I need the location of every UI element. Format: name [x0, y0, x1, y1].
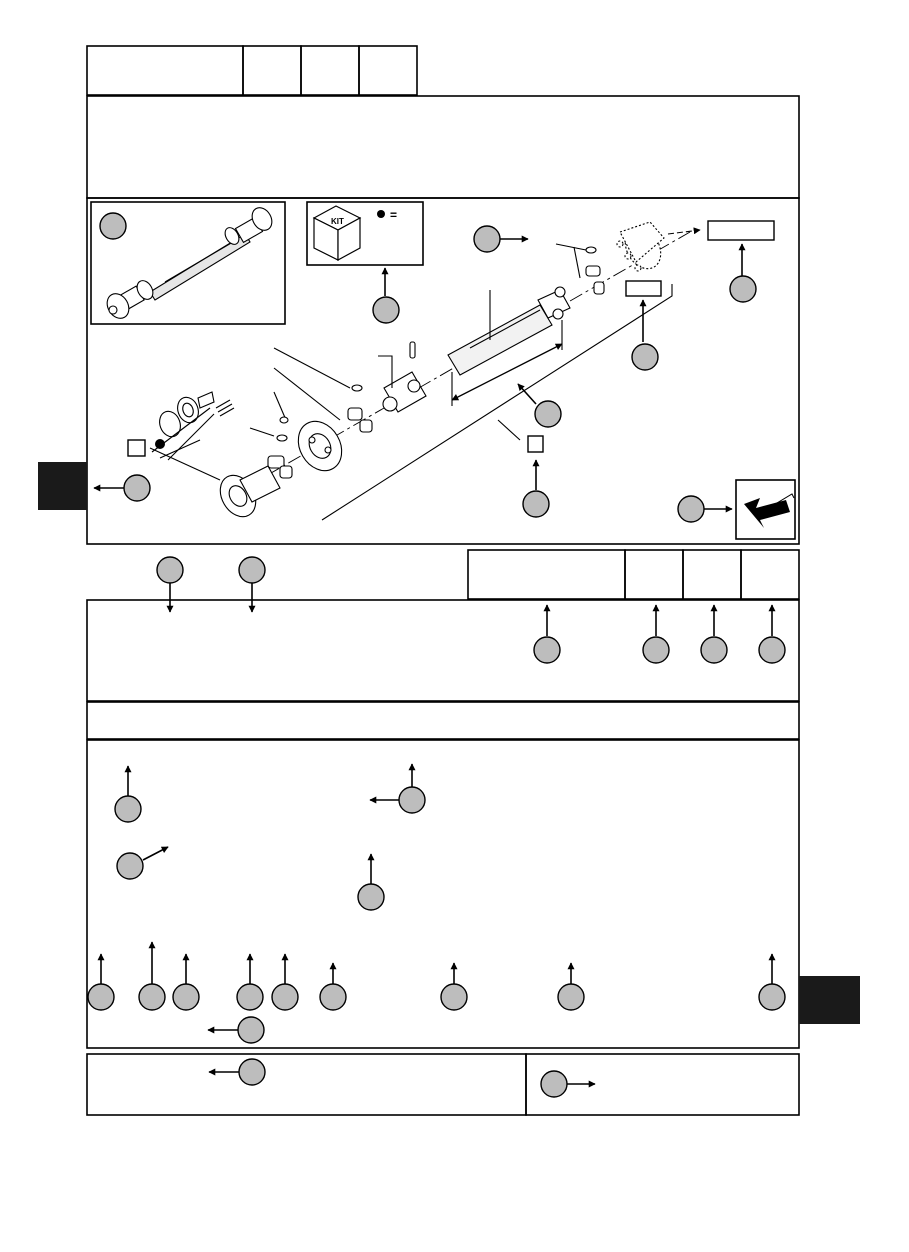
callout-circle-icon	[522, 490, 550, 518]
callout-circle-icon	[440, 983, 468, 1011]
outer-tube	[447, 304, 553, 376]
cross-journal-lower	[267, 416, 293, 479]
callout-circle-icon	[534, 400, 562, 428]
callout-circle-icon	[99, 212, 127, 240]
spec-cell-3	[740, 549, 800, 600]
callout-circle-icon	[238, 556, 266, 584]
header-cell-1	[242, 45, 302, 96]
shaft-inset	[90, 201, 286, 325]
spec-box	[86, 599, 800, 702]
callout-circle-icon	[116, 852, 144, 880]
pto-flange	[616, 221, 665, 272]
callout-circle-icon	[123, 474, 151, 502]
callout-circle-icon	[237, 1016, 265, 1044]
small-box-left	[127, 439, 146, 457]
callout-circle-icon	[473, 225, 501, 253]
spec-cell-2	[682, 549, 742, 600]
header-cells	[86, 45, 418, 96]
cv-housing	[297, 420, 343, 472]
spec-cell-title	[467, 549, 626, 600]
callout-circle-icon	[398, 786, 426, 814]
next-page-arrow-icon[interactable]	[735, 479, 796, 540]
kit-cube-icon	[312, 205, 362, 262]
callout-circle-icon	[156, 556, 184, 584]
spec-header-cells	[467, 549, 800, 600]
footer-box-left	[86, 1053, 527, 1116]
callout-circle-icon	[557, 983, 585, 1011]
description-box	[86, 95, 800, 199]
callout-circle-icon	[540, 1070, 568, 1098]
callout-circle-icon	[357, 883, 385, 911]
cross-journal-top	[555, 243, 605, 295]
implement-yoke	[219, 465, 281, 518]
exploded-assembly	[149, 221, 701, 521]
subheading-bar	[86, 701, 800, 740]
callout-circle-icon	[236, 983, 264, 1011]
instruction-box	[86, 739, 800, 1049]
kit-box: KIT =	[306, 201, 424, 324]
callout-circle-icon	[172, 983, 200, 1011]
callout-circle-icon	[642, 636, 670, 664]
label-box-flange	[625, 280, 662, 297]
diagram-frame	[86, 197, 800, 545]
kit-equals: =	[390, 208, 397, 222]
callout-circle-icon	[677, 495, 705, 523]
spec-callouts	[533, 604, 786, 664]
callout-circle-icon	[238, 1058, 266, 1086]
cross-journal-middle	[347, 384, 373, 433]
footer-box-right	[525, 1053, 800, 1116]
bullet-dot-icon	[155, 439, 165, 449]
callout-circle-icon	[319, 983, 347, 1011]
inner-yoke	[378, 341, 427, 413]
callout-circle-icon	[138, 983, 166, 1011]
header-cell-title	[86, 45, 244, 96]
spec-cell-1	[624, 549, 684, 600]
callout-circle-icon	[729, 275, 757, 303]
callout-circle-icon	[758, 636, 786, 664]
instruction-callouts	[87, 763, 786, 1044]
callout-circle-icon	[758, 983, 786, 1011]
callout-circle-icon	[271, 983, 299, 1011]
lock-collar-parts	[159, 391, 235, 438]
chapter-tab-left	[38, 462, 87, 510]
callout-circle-icon	[87, 983, 115, 1011]
callout-circle-icon	[700, 636, 728, 664]
callout-circle-icon	[533, 636, 561, 664]
kit-label: KIT	[331, 217, 344, 226]
callout-circle-icon	[372, 296, 400, 324]
header-cell-3	[358, 45, 418, 96]
callout-circle-icon	[114, 795, 142, 823]
driveshaft-drawing	[106, 207, 273, 319]
chapter-tab-right	[799, 976, 860, 1024]
label-box-top-right	[707, 220, 775, 241]
callout-circle-icon	[631, 343, 659, 371]
small-box-center	[527, 435, 544, 453]
header-cell-2	[300, 45, 360, 96]
bullet-dot-icon	[377, 210, 385, 218]
